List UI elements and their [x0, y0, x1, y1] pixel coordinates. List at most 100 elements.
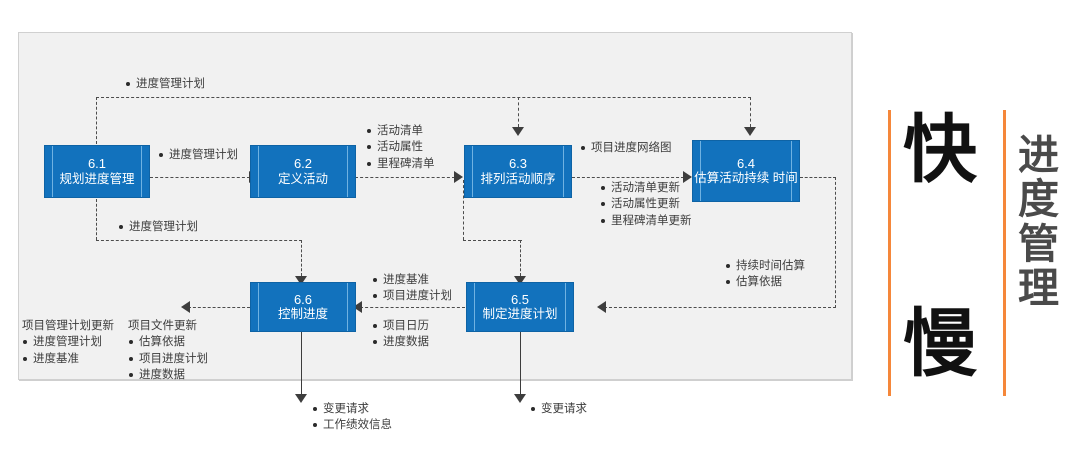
connector-64-down — [835, 177, 836, 308]
arrow-plan-to-64 — [744, 127, 756, 136]
label-control-output-1: 变更请求 — [312, 401, 392, 417]
label-network-diagram: 项目进度网络图 — [580, 140, 672, 156]
process-box-6-3[interactable]: 6.3 排列活动顺序 — [464, 145, 572, 198]
connector-down-to-66 — [301, 240, 302, 276]
headline-slow: 慢 — [903, 302, 977, 385]
label-pm-plan-update-2: 进度基准 — [22, 351, 114, 367]
process-number-6-5: 6.5 — [510, 291, 530, 307]
label-control-outputs: 变更请求 工作绩效信息 — [312, 401, 392, 434]
label-schedule-output-bottom-2: 进度数据 — [372, 334, 429, 350]
connector-61-to-62 — [150, 177, 250, 178]
process-box-6-4[interactable]: 6.4 估算活动持续 时间 — [692, 140, 800, 202]
connector-63-updates-down — [463, 180, 464, 240]
process-box-6-2[interactable]: 6.2 定义活动 — [250, 145, 356, 198]
box-inner-bars-6-2 — [258, 146, 348, 197]
arrow-66-outputs — [181, 301, 190, 313]
label-sequence-updates: 活动清单更新 活动属性更新 里程碑清单更新 — [600, 180, 692, 229]
process-number-6-2: 6.2 — [293, 156, 313, 172]
label-duration-output-1: 持续时间估算 — [725, 258, 805, 274]
accent-bar-right — [1003, 110, 1006, 396]
connector-64-right — [800, 177, 836, 178]
label-left-return-plan-item: 进度管理计划 — [118, 219, 198, 235]
arrow-66-down — [295, 394, 307, 403]
process-name-6-3: 排列活动顺序 — [480, 171, 556, 186]
label-top-plan: 进度管理计划 — [125, 76, 205, 92]
side-title-char-4: 理 — [1018, 264, 1059, 311]
arrow-to-65 — [514, 276, 526, 285]
label-schedule-output-bottom-1: 项目日历 — [372, 318, 429, 334]
label-schedule-output-top-1: 进度基准 — [372, 272, 452, 288]
process-box-6-1[interactable]: 6.1 规划进度管理 — [44, 145, 150, 198]
connector-plan-down-63 — [518, 97, 519, 127]
box-inner-bars-6-3 — [472, 146, 564, 197]
process-name-6-6: 控制进度 — [277, 307, 328, 322]
box-inner-bars-6-1 — [52, 146, 142, 197]
process-name-6-1: 规划进度管理 — [59, 171, 135, 186]
process-box-6-5[interactable]: 6.5 制定进度计划 — [466, 282, 574, 332]
connector-66-down — [301, 331, 302, 395]
label-define-output-2: 活动属性 — [366, 139, 435, 155]
process-box-6-3-text: 6.3 排列活动顺序 — [480, 156, 555, 186]
connector-plan-up — [96, 97, 97, 144]
label-project-doc-update-3: 进度数据 — [128, 367, 208, 383]
process-number-6-3: 6.3 — [508, 156, 528, 172]
connector-plan-top-across — [96, 97, 751, 98]
connector-64-to-65-across — [604, 307, 836, 308]
connector-61-across-to-66 — [96, 240, 302, 241]
label-left-return-plan: 进度管理计划 — [118, 219, 198, 235]
arrow-65-to-66 — [353, 301, 362, 313]
process-name-6-5: 制定进度计划 — [482, 307, 558, 322]
process-box-6-2-text: 6.2 定义活动 — [278, 156, 328, 186]
box-inner-bars-6-4 — [700, 141, 792, 201]
process-number-6-1: 6.1 — [87, 156, 107, 172]
connector-65-down — [520, 331, 521, 395]
connector-65-to-66 — [360, 307, 465, 308]
connector-62-to-63 — [355, 177, 455, 178]
label-network-diagram-item: 项目进度网络图 — [580, 140, 672, 156]
label-top-plan-item: 进度管理计划 — [125, 76, 205, 92]
label-project-doc-update-2: 项目进度计划 — [128, 351, 208, 367]
side-title-char-1: 进 — [1018, 132, 1059, 178]
label-schedule-outputs-bottom: 项目日历 进度数据 — [372, 318, 429, 351]
label-project-doc-updates: 项目文件更新 估算依据 项目进度计划 进度数据 — [128, 318, 208, 383]
process-box-6-4-text: 6.4 估算活动持续 时间 — [694, 156, 798, 186]
label-pm-plan-updates: 项目管理计划更新 进度管理计划 进度基准 — [22, 318, 114, 367]
arrow-65-down — [514, 394, 526, 403]
side-title: 进 度 管 理 — [1018, 133, 1059, 310]
process-name-6-4-line2: 时间 — [772, 171, 798, 186]
connector-63-down-to-65 — [520, 240, 521, 276]
label-control-output-2: 工作绩效信息 — [312, 417, 392, 433]
label-schedule-output-top-2: 项目进度计划 — [372, 288, 452, 304]
process-name-6-4-line1: 估算活动持续 — [694, 171, 770, 186]
label-duration-output-2: 估算依据 — [725, 274, 805, 290]
label-duration-outputs: 持续时间估算 估算依据 — [725, 258, 805, 291]
label-define-outputs: 活动清单 活动属性 里程碑清单 — [366, 123, 435, 172]
connector-63-updates-across — [463, 240, 521, 241]
side-title-char-2: 度 — [1018, 176, 1059, 223]
label-define-output-3: 里程碑清单 — [366, 156, 435, 172]
box-inner-bars-6-6 — [258, 283, 348, 331]
process-box-6-6[interactable]: 6.6 控制进度 — [250, 282, 356, 332]
connector-66-left — [188, 307, 250, 308]
process-number-6-6: 6.6 — [293, 291, 313, 307]
connector-61-down — [96, 199, 97, 240]
process-box-6-1-text: 6.1 规划进度管理 — [59, 156, 134, 186]
label-project-doc-update-1: 估算依据 — [128, 334, 208, 350]
side-title-char-3: 管 — [1018, 220, 1059, 267]
arrow-62-to-63 — [454, 171, 463, 183]
arrow-plan-to-63 — [512, 127, 524, 136]
box-inner-bars-6-5 — [474, 283, 566, 331]
label-plan-to-define: 进度管理计划 — [158, 147, 238, 163]
label-schedule-outputs-top: 进度基准 项目进度计划 — [372, 272, 452, 305]
headline-fast: 快 — [903, 108, 977, 191]
accent-bar-left — [888, 110, 891, 396]
connector-plan-down-64 — [750, 97, 751, 127]
label-sequence-update-3: 里程碑清单更新 — [600, 213, 692, 229]
arrow-64-to-65 — [597, 301, 606, 313]
process-flow-frame — [18, 32, 852, 380]
label-sequence-update-2: 活动属性更新 — [600, 196, 692, 212]
label-plan-to-define-item: 进度管理计划 — [158, 147, 238, 163]
process-number-6-4: 6.4 — [736, 155, 756, 171]
label-develop-output-1: 变更请求 — [530, 401, 587, 417]
